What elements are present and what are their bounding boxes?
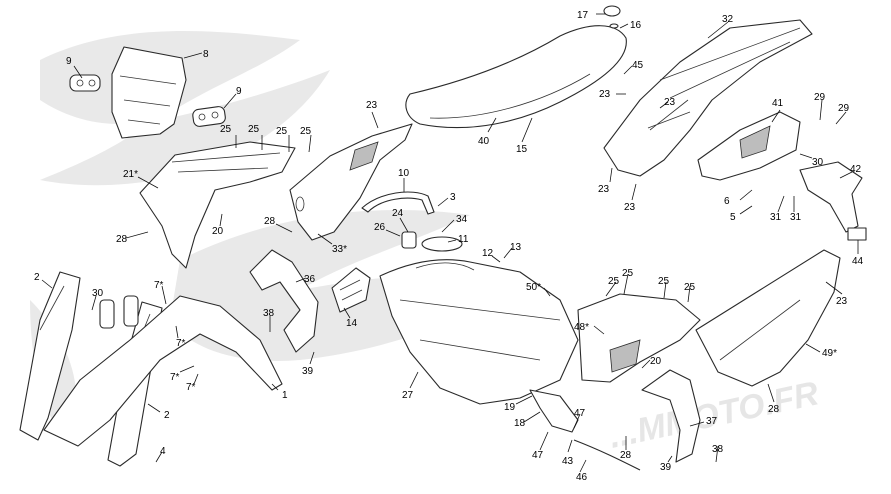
callout-label: 7* — [170, 372, 180, 383]
callout-label: 30 — [92, 288, 104, 299]
callout-label: 31 — [770, 212, 782, 223]
callout-label: 43 — [562, 456, 574, 467]
frame-guard-left — [249, 249, 319, 353]
radiator-shroud-right — [289, 123, 413, 241]
rear-fender — [603, 19, 813, 177]
clamp-right — [192, 106, 226, 127]
radiator-shroud-front-right — [577, 293, 701, 383]
callout-label: 26 — [374, 222, 386, 233]
callout-label: 32 — [722, 14, 734, 25]
callout-label: 28 — [116, 234, 128, 245]
callout-label: 38 — [712, 444, 724, 455]
callout-label: 13 — [510, 242, 522, 253]
callout-label: 29 — [814, 92, 826, 103]
callout-label: 9 — [66, 56, 72, 67]
callout-label: 19 — [504, 402, 516, 413]
callout-label: 23 — [664, 97, 676, 108]
callout-label: 16 — [630, 20, 642, 31]
callout-label: 8 — [203, 49, 209, 60]
callout-label: 41 — [772, 98, 784, 109]
callout-label: 25 — [658, 276, 670, 287]
callout-label: 50* — [526, 282, 541, 293]
callout-label: 44 — [852, 256, 864, 267]
side-panel — [695, 249, 841, 387]
callout-label: 48* — [574, 322, 589, 333]
callout-label: 33* — [332, 244, 347, 255]
seat — [405, 25, 627, 129]
callout-label: 3 — [450, 192, 456, 203]
callout-label: 38 — [263, 308, 275, 319]
callout-label: 25 — [622, 268, 634, 279]
callout-label: 40 — [478, 136, 490, 147]
callout-label: 47 — [532, 450, 544, 461]
callout-label: 20 — [650, 356, 662, 367]
fuel-tap — [529, 389, 641, 471]
clamp-left — [69, 74, 101, 92]
breather-hose — [361, 191, 435, 215]
tail-light — [697, 111, 801, 181]
callout-label: 49* — [822, 348, 837, 359]
fuel-tank — [379, 231, 579, 405]
callout-label: 12 — [482, 248, 494, 259]
leader-lines — [41, 13, 859, 473]
callout-label: 42 — [850, 164, 862, 175]
callout-label: 4 — [160, 446, 166, 457]
callout-label: 23 — [836, 296, 848, 307]
callout-label: 30 — [812, 157, 824, 168]
callout-labels: 9 8 9 25 25 25 25 21* 28 20 23 28 33* 10… — [34, 10, 864, 483]
callout-label: 6 — [724, 196, 730, 207]
callout-label: 39 — [660, 462, 672, 473]
callout-label: 23 — [366, 100, 378, 111]
callout-label: 27 — [402, 390, 414, 401]
callout-label: 29 — [838, 103, 850, 114]
callout-label: 5 — [730, 212, 736, 223]
callout-label: 47 — [574, 408, 586, 419]
callout-label: 17 — [577, 10, 589, 21]
callout-label: 28 — [620, 450, 632, 461]
callout-label: 46 — [576, 472, 588, 483]
cap-17 — [603, 5, 621, 29]
callout-label: 25 — [248, 124, 260, 135]
headlight-mask — [111, 46, 187, 139]
callout-label: 9 — [236, 86, 242, 97]
callout-label: 2 — [34, 272, 40, 283]
callout-label: 18 — [514, 418, 526, 429]
callout-label: 37 — [706, 416, 718, 427]
callout-label: 7* — [176, 338, 186, 349]
callout-label: 34 — [456, 214, 468, 225]
callout-label: 36 — [304, 274, 316, 285]
callout-label: 7* — [154, 280, 164, 291]
callout-label: 45 — [632, 60, 644, 71]
callout-label: 25 — [300, 126, 312, 137]
callout-label: 2 — [164, 410, 170, 421]
callout-label: 24 — [392, 208, 404, 219]
frame-guard-right — [641, 369, 701, 463]
front-fender — [43, 295, 283, 447]
radiator-shroud-left — [139, 141, 296, 269]
callout-label: 39 — [302, 366, 314, 377]
callout-label: 28 — [768, 404, 780, 415]
callout-label: 25 — [608, 276, 620, 287]
callout-label: 25 — [684, 282, 696, 293]
callout-label: 25 — [276, 126, 288, 137]
heat-shield — [331, 267, 371, 313]
callout-label: 14 — [346, 318, 358, 329]
callout-label: 15 — [516, 144, 528, 155]
callout-label: 23 — [599, 89, 611, 100]
callout-label: 11 — [458, 234, 469, 245]
callout-label: 7* — [186, 382, 196, 393]
license-bracket — [799, 161, 867, 241]
fork-guard-left — [19, 271, 81, 441]
callout-label: 10 — [398, 168, 410, 179]
callout-label: 21* — [123, 169, 138, 180]
callout-label: 23 — [624, 202, 636, 213]
callout-label: 23 — [598, 184, 610, 195]
callout-label: 25 — [220, 124, 232, 135]
callout-label: 1 — [282, 390, 288, 401]
callout-label: 28 — [264, 216, 276, 227]
callout-label: 31 — [790, 212, 802, 223]
callout-label: 20 — [212, 226, 224, 237]
